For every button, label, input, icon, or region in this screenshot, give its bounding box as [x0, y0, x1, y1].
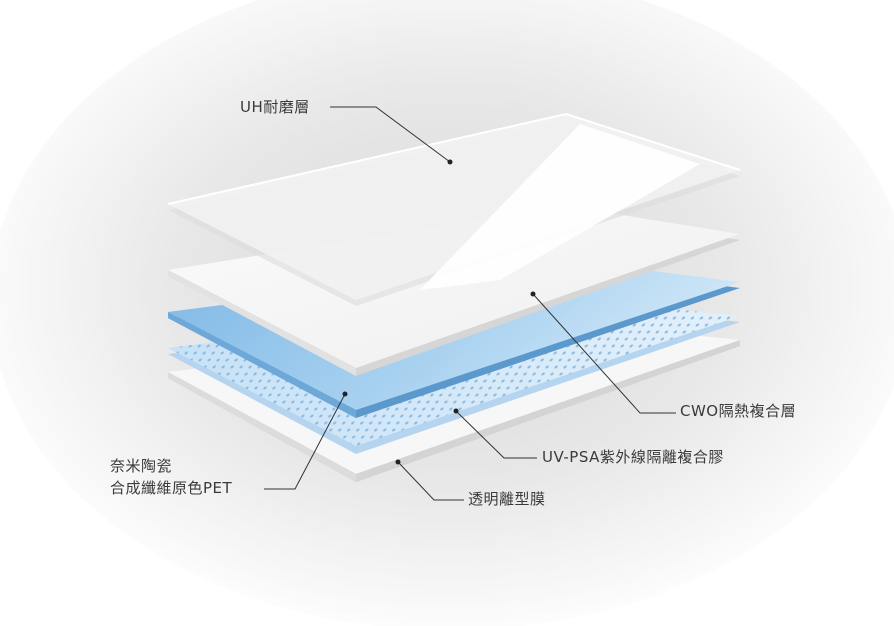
- label-release-film: 透明離型膜: [468, 490, 546, 508]
- label-uh-layer: UH耐磨層: [240, 98, 310, 116]
- label-cwo-layer: CWO隔熱複合層: [680, 402, 797, 420]
- leader-pet: [264, 391, 348, 490]
- layer-uh: [167, 113, 741, 306]
- leader-uh: [330, 106, 453, 165]
- label-pet-line1: 奈米陶瓷: [110, 457, 173, 475]
- label-pet-layer: 奈米陶瓷 合成纖維原色PET: [110, 455, 232, 499]
- leader-cwo: [530, 291, 676, 414]
- layer-cwo: [168, 206, 740, 376]
- label-pet-line2: 合成纖維原色PET: [110, 479, 233, 497]
- label-uv-psa-layer: UV-PSA紫外線隔離複合膠: [542, 448, 724, 466]
- leader-uv-psa: [453, 408, 537, 459]
- leader-release-film: [395, 459, 464, 501]
